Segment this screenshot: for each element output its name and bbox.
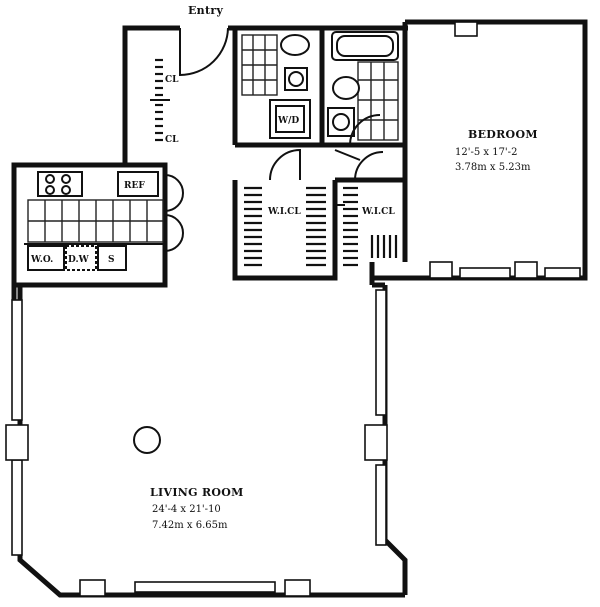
closet-label-lower: CL [165, 135, 179, 145]
closet-label-upper: CL [165, 75, 179, 85]
bath-2 [327, 31, 399, 146]
exterior-walls [11, 19, 588, 598]
entry-door [179, 27, 229, 77]
windows [5, 21, 581, 597]
ceiling-light-fixture [133, 426, 161, 454]
living-room-name: LIVING ROOM [150, 486, 244, 499]
walk-in-closet-label-left: W.I.CL [267, 207, 301, 217]
washer-dryer-label: W/D [277, 116, 299, 126]
walk-in-closet-label-right: W.I.CL [361, 207, 395, 217]
closet-hatching [150, 58, 170, 142]
bedroom-name: BEDROOM [468, 128, 538, 141]
bedroom-dimensions-metric: 3.78m x 5.23m [455, 162, 531, 173]
dishwasher-label: D.W [68, 255, 90, 265]
walk-in-closets [244, 148, 398, 267]
entry-label: Entry [188, 4, 223, 17]
ref-label: REF [124, 181, 145, 191]
wall-oven-label: W.O. [30, 255, 53, 265]
bedroom-dimensions-imperial: 12'-5 x 17'-2 [455, 147, 517, 158]
living-room-dimensions-metric: 7.42m x 6.65m [152, 520, 228, 531]
bath-1 [241, 34, 311, 139]
living-room-dimensions-imperial: 24'-4 x 21'-10 [152, 504, 221, 515]
kitchen [24, 171, 184, 271]
sink-label: S [108, 255, 115, 265]
